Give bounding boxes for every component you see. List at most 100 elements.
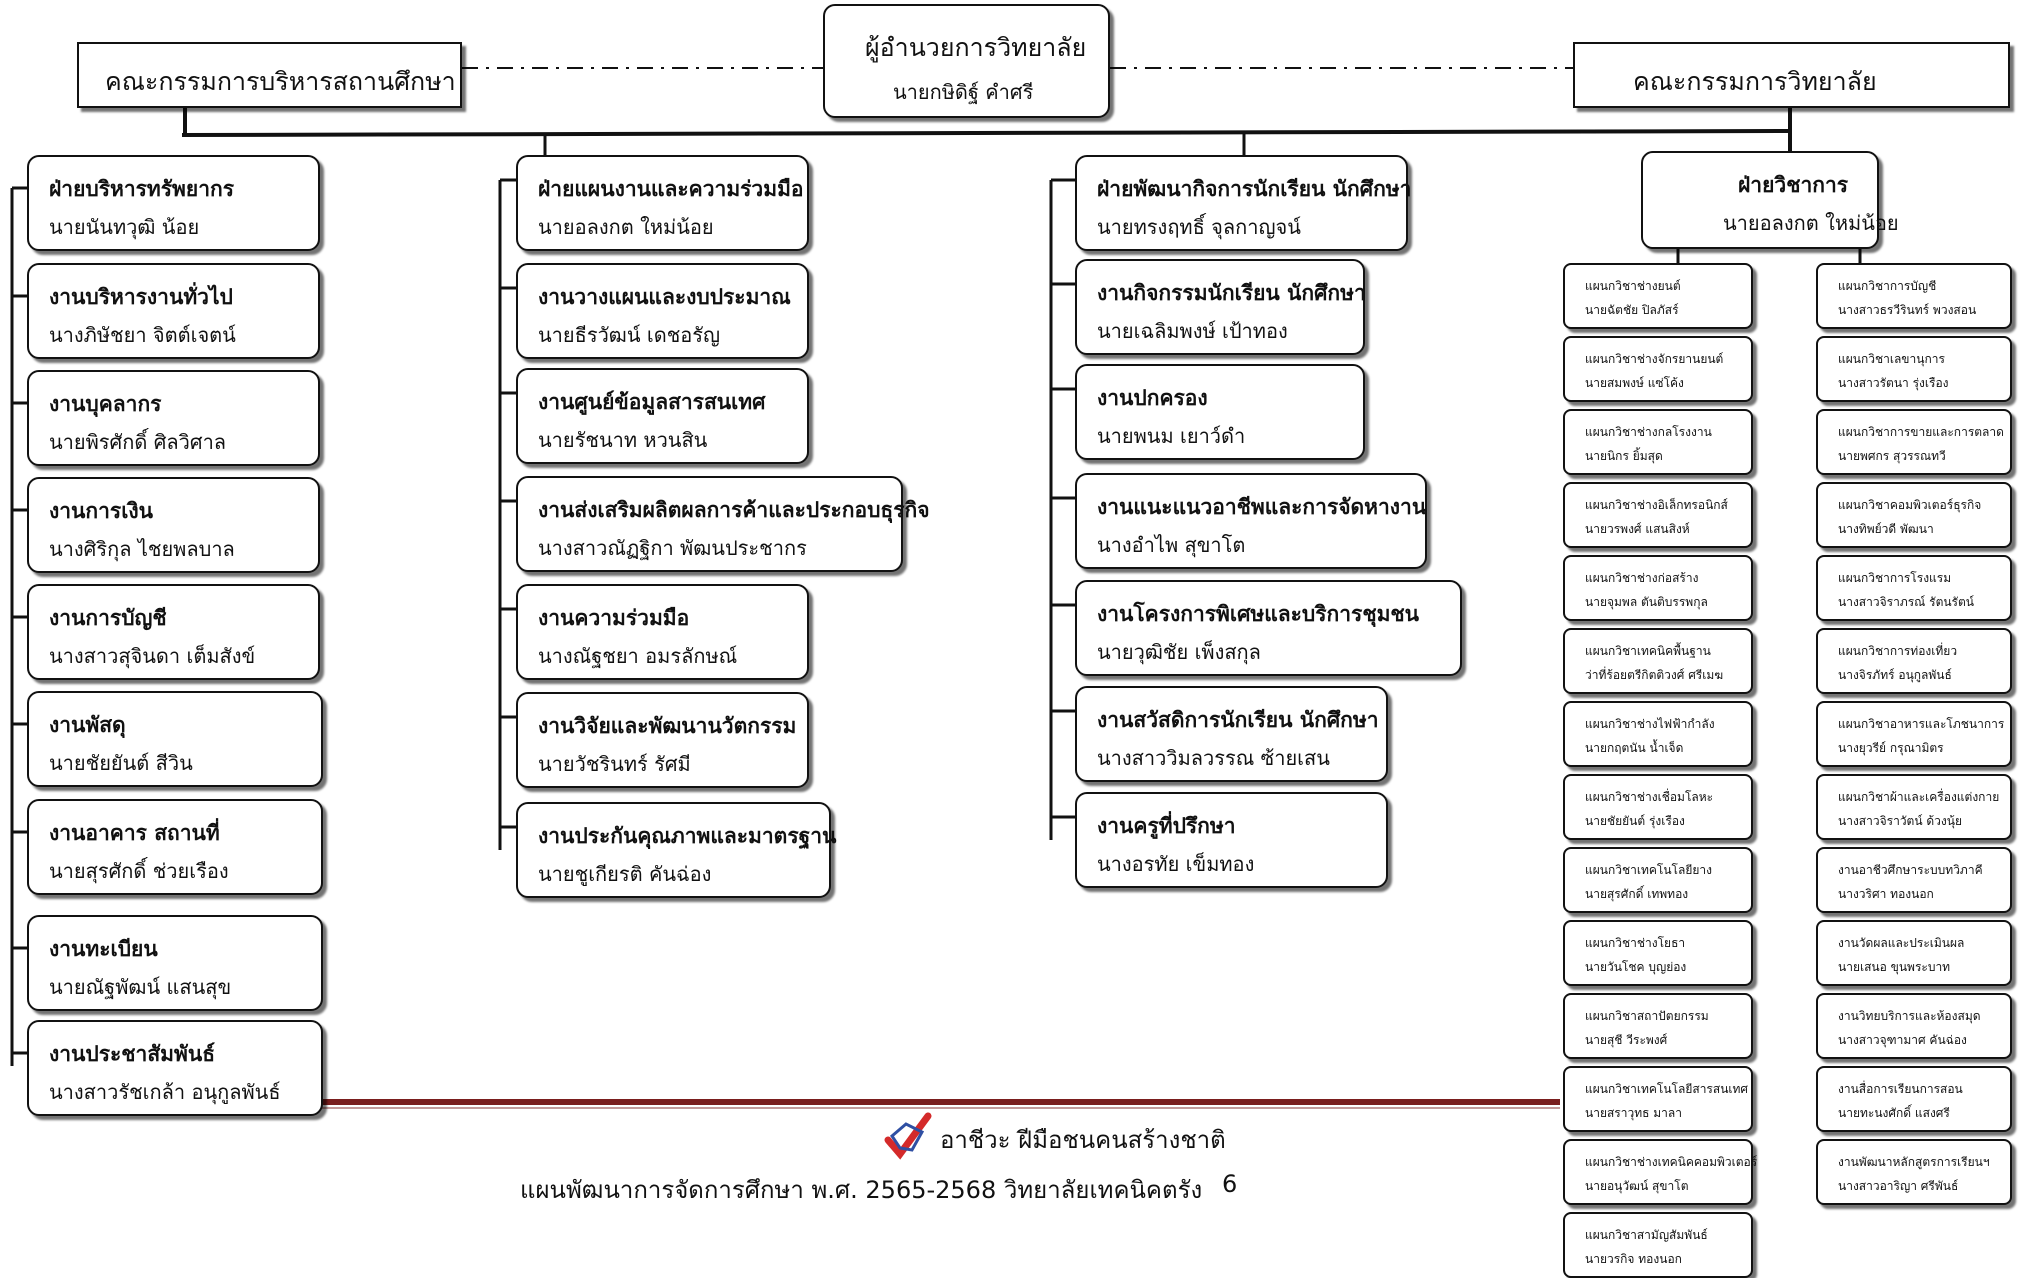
footer-document-line: แผนพัฒนาการจัดการศึกษา พ.ศ. 2565-2568 วิ…	[520, 1176, 1203, 1204]
unit-person-name: นายทะนงศักดิ์ แสงศรี	[1838, 1106, 1950, 1120]
unit-title: ฝ่ายพัฒนากิจการนักเรียน นักศึกษา	[1097, 177, 1412, 201]
director-title: ผู้อำนวยการวิทยาลัย	[865, 33, 1087, 62]
department-box: แผนกวิชาการขายและการตลาดนายพศกร สุวรรณทว…	[1816, 409, 2012, 475]
unit-person-name: นายสุรศักดิ์ ช่วยเรือง	[49, 859, 229, 883]
unit-person-name: ว่าที่ร้อยตรีกิตติวงศ์ ศรีเมฆ	[1585, 668, 1724, 682]
unit-title: งานบริหารงานทั่วไป	[49, 285, 233, 309]
unit-person-name: นายวุฒิชัย เพ็งสกุล	[1097, 640, 1261, 664]
unit-title: งานแนะแนวอาชีพและการจัดหางาน	[1097, 495, 1427, 519]
unit-person-name: นายพศกร สุวรรณทวี	[1838, 449, 1946, 463]
unit-title: แผนกวิชาสามัญสัมพันธ์	[1585, 1228, 1708, 1242]
unit-person-name: นางอำไพ สุขาโต	[1097, 533, 1246, 557]
unit-person-name: นายสุชี วีระพงศ์	[1585, 1033, 1668, 1047]
unit-person-name: นายชูเกียรติ คันฉ่อง	[538, 862, 712, 886]
department-box: แผนกวิชาการบัญชีนางสาวธรวีรินทร์ พวงสอน	[1816, 263, 2012, 329]
unit-title: งานสื่อการเรียนการสอน	[1838, 1082, 1963, 1096]
unit-title: แผนกวิชาการท่องเที่ยว	[1838, 644, 1958, 658]
org-unit-box: งานการเงินนางศิริกุล ไชยพลบาล	[27, 477, 320, 573]
unit-person-name: นายฉัตชัย ปิลภัสร์	[1585, 303, 1679, 317]
unit-person-name: นางสาวรัตนา รุ่งเรือง	[1838, 376, 1949, 390]
unit-title: ฝ่ายบริหารทรัพยากร	[49, 177, 234, 201]
unit-title: แผนกวิชาเทคนิคพื้นฐาน	[1585, 644, 1711, 658]
org-unit-box: งานส่งเสริมผลิตผลการค้าและประกอบธุรกิจนา…	[516, 476, 930, 572]
department-box: งานพัฒนาหลักสูตรการเรียนฯนางสาวอาริญา ศร…	[1816, 1139, 2012, 1205]
committee-box-left: คณะกรรมการบริหารสถานศึกษา	[77, 42, 462, 108]
org-unit-box: งานทะเบียนนายณัฐพัฒน์ แสนสุข	[27, 915, 323, 1011]
department-box: แผนกวิชาช่างอิเล็กทรอนิกส์นายวรพงศ์ แสนส…	[1563, 482, 1753, 548]
department-box: แผนกวิชาคอมพิวเตอร์ธุรกิจนางทิพย์วดี พัฒ…	[1816, 482, 2012, 548]
department-box: แผนกวิชาเทคโนโลยีสารสนเทศนายสราวุทธ มาลา	[1563, 1066, 1753, 1132]
org-unit-box: งานแนะแนวอาชีพและการจัดหางานนางอำไพ สุขา…	[1075, 473, 1427, 569]
org-unit-box: งานวิจัยและพัฒนานวัตกรรมนายวัชรินทร์ รัศ…	[516, 692, 809, 788]
unit-title: แผนกวิชาเทคโนโลยีสารสนเทศ	[1585, 1082, 1749, 1096]
unit-person-name: นายวันโชค บุญย่อง	[1585, 960, 1687, 974]
unit-person-name: นางทิพย์วดี พัฒนา	[1838, 522, 1934, 536]
unit-title: ฝ่ายวิชาการ	[1738, 173, 1849, 197]
org-unit-box: งานบุคลากรนายพิรศักดิ์ ศิลวิศาล	[27, 370, 320, 466]
unit-person-name: นางวริศา ทองนอก	[1838, 887, 1934, 901]
unit-person-name: นายกฤตนัน น้ำเจ็ด	[1585, 741, 1684, 755]
unit-title: งานพัฒนาหลักสูตรการเรียนฯ	[1838, 1155, 1990, 1169]
org-unit-box: งานประชาสัมพันธ์นางสาวรัชเกล้า อนุกูลพัน…	[27, 1020, 323, 1116]
org-unit-box: งานศูนย์ข้อมูลสารสนเทศนายรัชนาท หวนสิน	[516, 368, 809, 464]
unit-person-name: นายวรพงศ์ แสนสิงห์	[1585, 522, 1690, 536]
unit-person-name: นายพนม เยาว์ดำ	[1097, 424, 1246, 448]
unit-person-name: นางณัฐชยา อมรลักษณ์	[538, 644, 738, 668]
unit-title: งานวิทยบริการและห้องสมุด	[1838, 1009, 1981, 1023]
unit-title: แผนกวิชาการโรงแรม	[1838, 571, 1952, 585]
unit-person-name: นายวรกิจ ทองนอก	[1585, 1252, 1682, 1266]
org-unit-box: ฝ่ายพัฒนากิจการนักเรียน นักศึกษานายทรงฤท…	[1075, 155, 1412, 251]
unit-person-name: นายสมพงษ์ แซ่โค้ง	[1585, 376, 1684, 390]
unit-person-name: นางสาววิมลวรรณ ซ้ายเสน	[1097, 746, 1330, 770]
org-unit-box: ฝ่ายแผนงานและความร่วมมือนายอลงกต ใหม่น้อ…	[516, 155, 809, 251]
unit-person-name: นายเฉลิมพงษ์ เป้าทอง	[1097, 319, 1288, 343]
department-box: แผนกวิชาช่างเชื่อมโลหะนายชัยยันต์ รุ่งเร…	[1563, 774, 1753, 840]
org-unit-box: งานอาคาร สถานที่นายสุรศักดิ์ ช่วยเรือง	[27, 799, 323, 895]
unit-person-name: นายเสนอ ขุนพระบาท	[1838, 960, 1951, 974]
unit-title: แผนกวิชาเทคโนโลยียาง	[1585, 863, 1713, 877]
unit-person-name: นายอลงกต ใหม่น้อย	[538, 215, 714, 239]
unit-person-name: นางจิรภัทร์ อนุกูลพันธ์	[1838, 668, 1952, 682]
unit-title: แผนกวิชาการบัญชี	[1838, 279, 1937, 293]
department-box: แผนกวิชาการท่องเที่ยวนางจิรภัทร์ อนุกูลพ…	[1816, 628, 2012, 694]
unit-title: แผนกวิชาช่างอิเล็กทรอนิกส์	[1585, 498, 1728, 512]
unit-person-name: นายสุรศักดิ์ เทพทอง	[1585, 887, 1689, 901]
unit-title: แผนกวิชาเลขานุการ	[1838, 352, 1945, 366]
department-box: แผนกวิชาช่างโยธานายวันโชค บุญย่อง	[1563, 920, 1753, 986]
unit-person-name: นางสาวธรวีรินทร์ พวงสอน	[1838, 303, 1977, 317]
department-box: แผนกวิชาช่างยนต์นายฉัตชัย ปิลภัสร์	[1563, 263, 1753, 329]
department-box: แผนกวิชาช่างไฟฟ้ากำลังนายกฤตนัน น้ำเจ็ด	[1563, 701, 1753, 767]
unit-title: งานสวัสดิการนักเรียน นักศึกษา	[1097, 708, 1379, 732]
unit-person-name: นายนันทวุฒิ น้อย	[49, 215, 200, 239]
director-box: ผู้อำนวยการวิทยาลัย นายกษิดิฐ์ คำศรี	[823, 4, 1110, 118]
unit-title: งานปกครอง	[1097, 386, 1208, 410]
department-box: แผนกวิชาเทคโนโลยียางนายสุรศักดิ์ เทพทอง	[1563, 847, 1753, 913]
department-box: แผนกวิชาช่างจักรยานยนต์นายสมพงษ์ แซ่โค้ง	[1563, 336, 1753, 402]
unit-title: งานบุคลากร	[49, 392, 162, 416]
unit-title: งานวางแผนและงบประมาณ	[538, 285, 791, 309]
committee-box-right: คณะกรรมการวิทยาลัย	[1573, 42, 2010, 108]
unit-title: งานอาชีวศึกษาระบบทวิภาคี	[1838, 863, 1983, 877]
unit-title: แผนกวิชาผ้าและเครื่องแต่งกาย	[1838, 790, 2000, 804]
unit-title: งานโครงการพิเศษและบริการชุมชน	[1097, 602, 1420, 626]
hand-check-logo-icon	[884, 1112, 932, 1160]
unit-title: งานประกันคุณภาพและมาตรฐาน	[538, 824, 837, 848]
department-box: งานวัดผลและประเมินผลนายเสนอ ขุนพระบาท	[1816, 920, 2012, 986]
department-box: แผนกวิชาสถาปัตยกรรมนายสุชี วีระพงศ์	[1563, 993, 1753, 1059]
org-unit-box: งานโครงการพิเศษและบริการชุมชนนายวุฒิชัย …	[1075, 580, 1462, 676]
unit-person-name: นายสราวุทธ มาลา	[1585, 1106, 1683, 1120]
unit-person-name: นายรัชนาท หวนสิน	[538, 428, 708, 452]
unit-title: งานส่งเสริมผลิตผลการค้าและประกอบธุรกิจ	[538, 498, 930, 522]
unit-title: แผนกวิชาช่างจักรยานยนต์	[1585, 352, 1724, 366]
unit-title: งานกิจกรรมนักเรียน นักศึกษา	[1097, 281, 1366, 305]
org-unit-box: งานกิจกรรมนักเรียน นักศึกษานายเฉลิมพงษ์ …	[1075, 259, 1366, 355]
unit-title: แผนกวิชาช่างเชื่อมโลหะ	[1585, 790, 1714, 804]
unit-person-name: นางสาวจิราวัตน์ ด้วงนุ้ย	[1838, 814, 1962, 828]
unit-person-name: นายธีรวัฒน์ เดชอรัญ	[538, 323, 721, 347]
unit-person-name: นางสาวรัชเกล้า อนุกูลพันธ์	[49, 1080, 281, 1104]
unit-title: แผนกวิชาช่างเทคนิคคอมพิวเตอร์	[1585, 1155, 1758, 1169]
org-unit-box: งานวางแผนและงบประมาณนายธีรวัฒน์ เดชอรัญ	[516, 263, 809, 359]
department-box: แผนกวิชาช่างก่อสร้างนายจุมพล ตันติบรรพกุ…	[1563, 555, 1753, 621]
